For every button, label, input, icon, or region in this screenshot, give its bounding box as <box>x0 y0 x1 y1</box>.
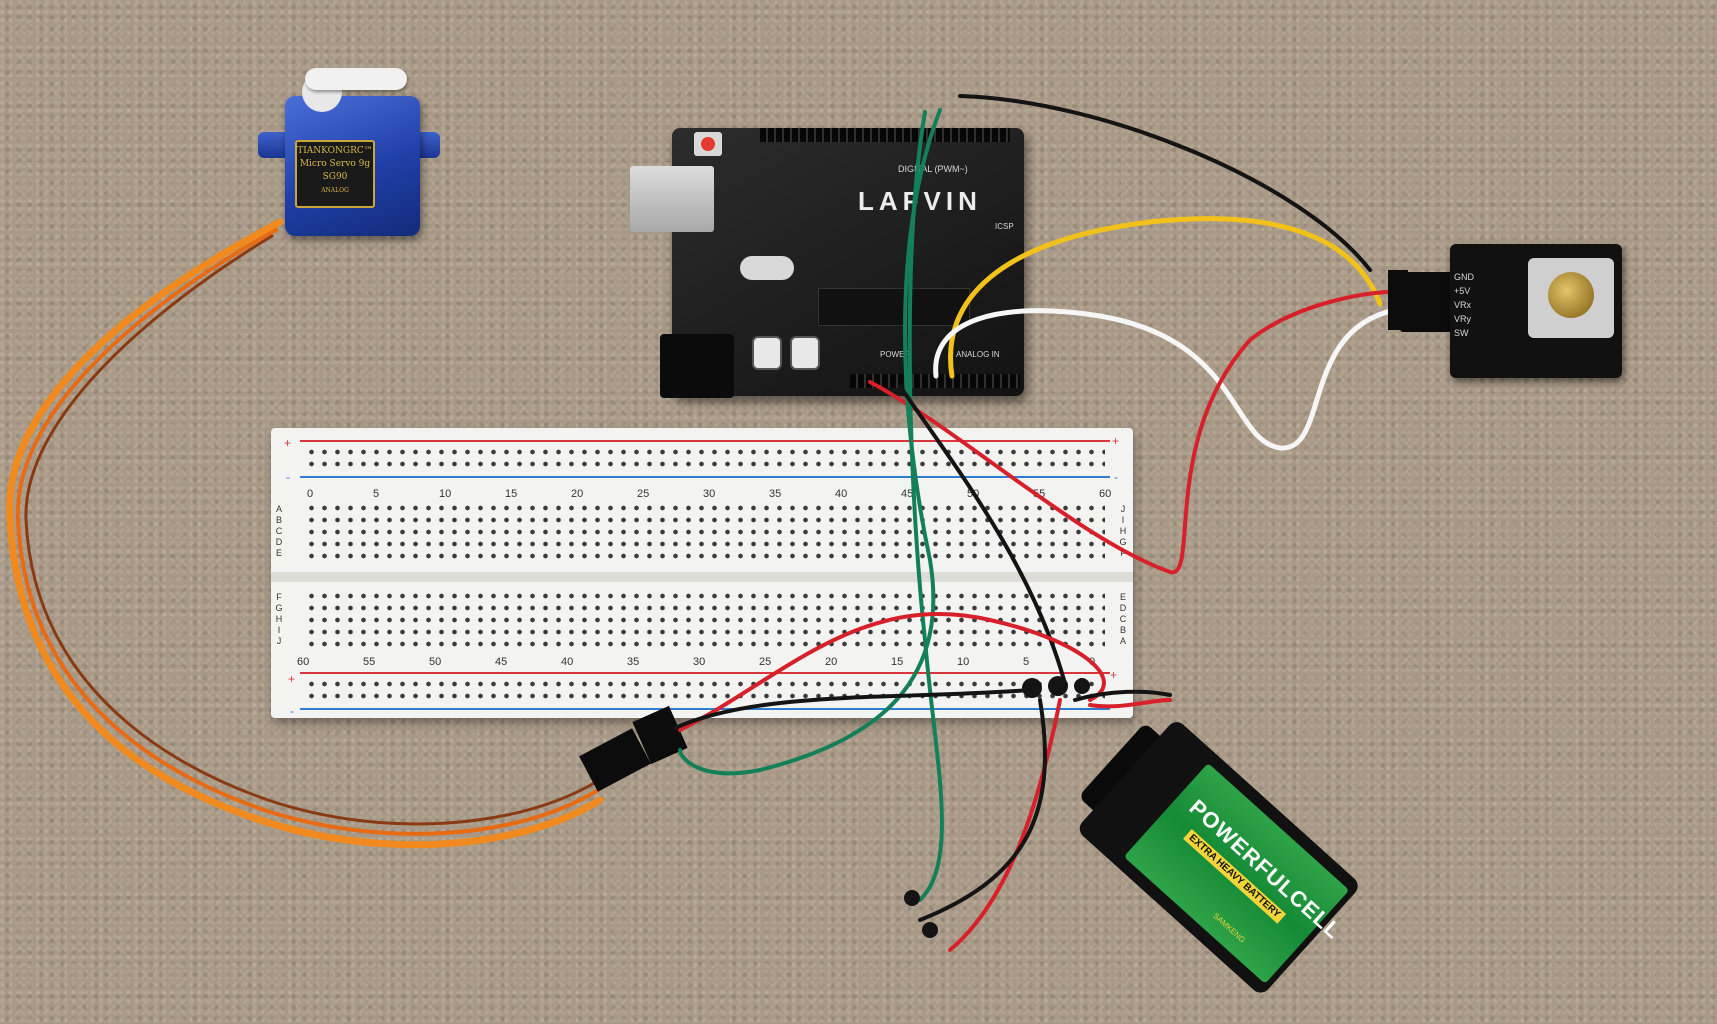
column-number: 45 <box>495 656 508 668</box>
row-letter: F <box>1120 548 1126 558</box>
power-analog-header <box>850 374 1020 388</box>
column-number: 50 <box>967 488 980 500</box>
row-letter: B <box>275 515 282 525</box>
bottom-positive-rail-line <box>300 672 1110 674</box>
column-number: 0 <box>1089 656 1096 668</box>
power-label: POWER <box>880 350 911 359</box>
column-number: 35 <box>627 656 640 668</box>
column-number: 25 <box>637 488 650 500</box>
plus-sign: + <box>1112 434 1120 448</box>
column-number: 15 <box>505 488 518 500</box>
column-number: 20 <box>825 656 838 668</box>
row-letter: I <box>277 625 281 635</box>
row-letter: E <box>275 548 282 558</box>
analog-label: ANALOG IN <box>956 350 1000 359</box>
column-number: 40 <box>835 488 848 500</box>
top-negative-rail-line <box>300 476 1110 478</box>
row-letter: F <box>276 592 282 602</box>
column-number: 50 <box>429 656 442 668</box>
row-letter: H <box>275 614 283 624</box>
breadboard-center-channel <box>271 572 1133 582</box>
plus-sign: + <box>1110 668 1118 682</box>
terminal-holes-top <box>305 502 1105 564</box>
row-letter: H <box>1119 526 1127 536</box>
joystick-pin-label: VRx <box>1454 300 1472 310</box>
servo-label: TIANKONGRC™ Micro Servo 9g SG90 ANALOG <box>295 140 375 208</box>
servo-brand: TIANKONGRC™ <box>297 146 373 156</box>
column-number: 40 <box>561 656 574 668</box>
power-jack <box>660 334 734 398</box>
column-number: 5 <box>373 488 380 500</box>
black-wire <box>918 698 1047 922</box>
row-letter: A <box>275 504 282 514</box>
servo-horn <box>305 68 407 90</box>
servo-model: Micro Servo 9g <box>299 159 371 169</box>
column-number: 55 <box>1033 488 1046 500</box>
row-letter: C <box>275 526 283 536</box>
joystick-knob <box>1548 272 1594 318</box>
row-letter: A <box>1119 636 1126 646</box>
top-positive-rail-line <box>300 440 1110 442</box>
bottom-rail-holes <box>305 678 1105 704</box>
column-number: 35 <box>769 488 782 500</box>
capacitor <box>752 336 782 370</box>
icsp-label: ICSP <box>995 222 1014 231</box>
usb-port <box>630 166 714 232</box>
wire-joint <box>904 890 920 906</box>
servo-tag: ANALOG <box>321 187 349 194</box>
minus-sign: - <box>286 470 290 484</box>
joystick-pin-label: +5V <box>1454 286 1471 296</box>
column-number: 20 <box>571 488 584 500</box>
column-number: 30 <box>703 488 716 500</box>
row-letter: G <box>1119 537 1127 547</box>
row-letter: D <box>275 537 283 547</box>
row-letter: I <box>1121 515 1125 525</box>
column-number: 60 <box>1099 488 1112 500</box>
servo-part: SG90 <box>322 172 348 182</box>
plus-sign: + <box>284 436 292 450</box>
reset-button <box>694 132 722 156</box>
capacitor <box>790 336 820 370</box>
digital-label: DIGITAL (PWM~) <box>898 164 968 174</box>
column-number: 45 <box>901 488 914 500</box>
plus-sign: + <box>288 672 296 686</box>
column-number: 30 <box>693 656 706 668</box>
column-number: 15 <box>891 656 904 668</box>
column-number: 25 <box>759 656 772 668</box>
row-letter: C <box>1119 614 1127 624</box>
column-number: 10 <box>957 656 970 668</box>
terminal-holes-bottom <box>305 590 1105 652</box>
joystick-pin-label: VRy <box>1454 314 1472 324</box>
microcontroller-chip <box>818 288 970 326</box>
minus-sign: - <box>290 704 294 718</box>
digital-header <box>760 128 1010 142</box>
row-letter: D <box>1119 603 1127 613</box>
row-letter: G <box>275 603 283 613</box>
column-number: 10 <box>439 488 452 500</box>
wire-joint <box>922 922 938 938</box>
joystick-header-connector <box>1400 272 1454 332</box>
crystal-oscillator <box>740 256 794 280</box>
arduino-brand: LAFVIN <box>858 186 982 216</box>
column-number: 0 <box>307 488 314 500</box>
row-letter: J <box>276 636 282 646</box>
row-letter: B <box>1119 625 1126 635</box>
9v-battery: POWERFULCELL EXTRA HEAVY BATTERY SAMKENG <box>1075 718 1370 1003</box>
joystick-pin-label: GND <box>1454 272 1474 282</box>
column-number: 5 <box>1023 656 1030 668</box>
servo-cable-connector <box>579 728 651 792</box>
column-number: 60 <box>297 656 310 668</box>
joystick-pin-label: SW <box>1454 328 1469 338</box>
top-rail-holes <box>305 446 1105 472</box>
column-number: 55 <box>363 656 376 668</box>
row-letter: J <box>1120 504 1126 514</box>
red-wire <box>948 698 1062 952</box>
bottom-negative-rail-line <box>300 708 1110 710</box>
minus-sign: - <box>1114 470 1118 484</box>
row-letter: E <box>1119 592 1126 602</box>
